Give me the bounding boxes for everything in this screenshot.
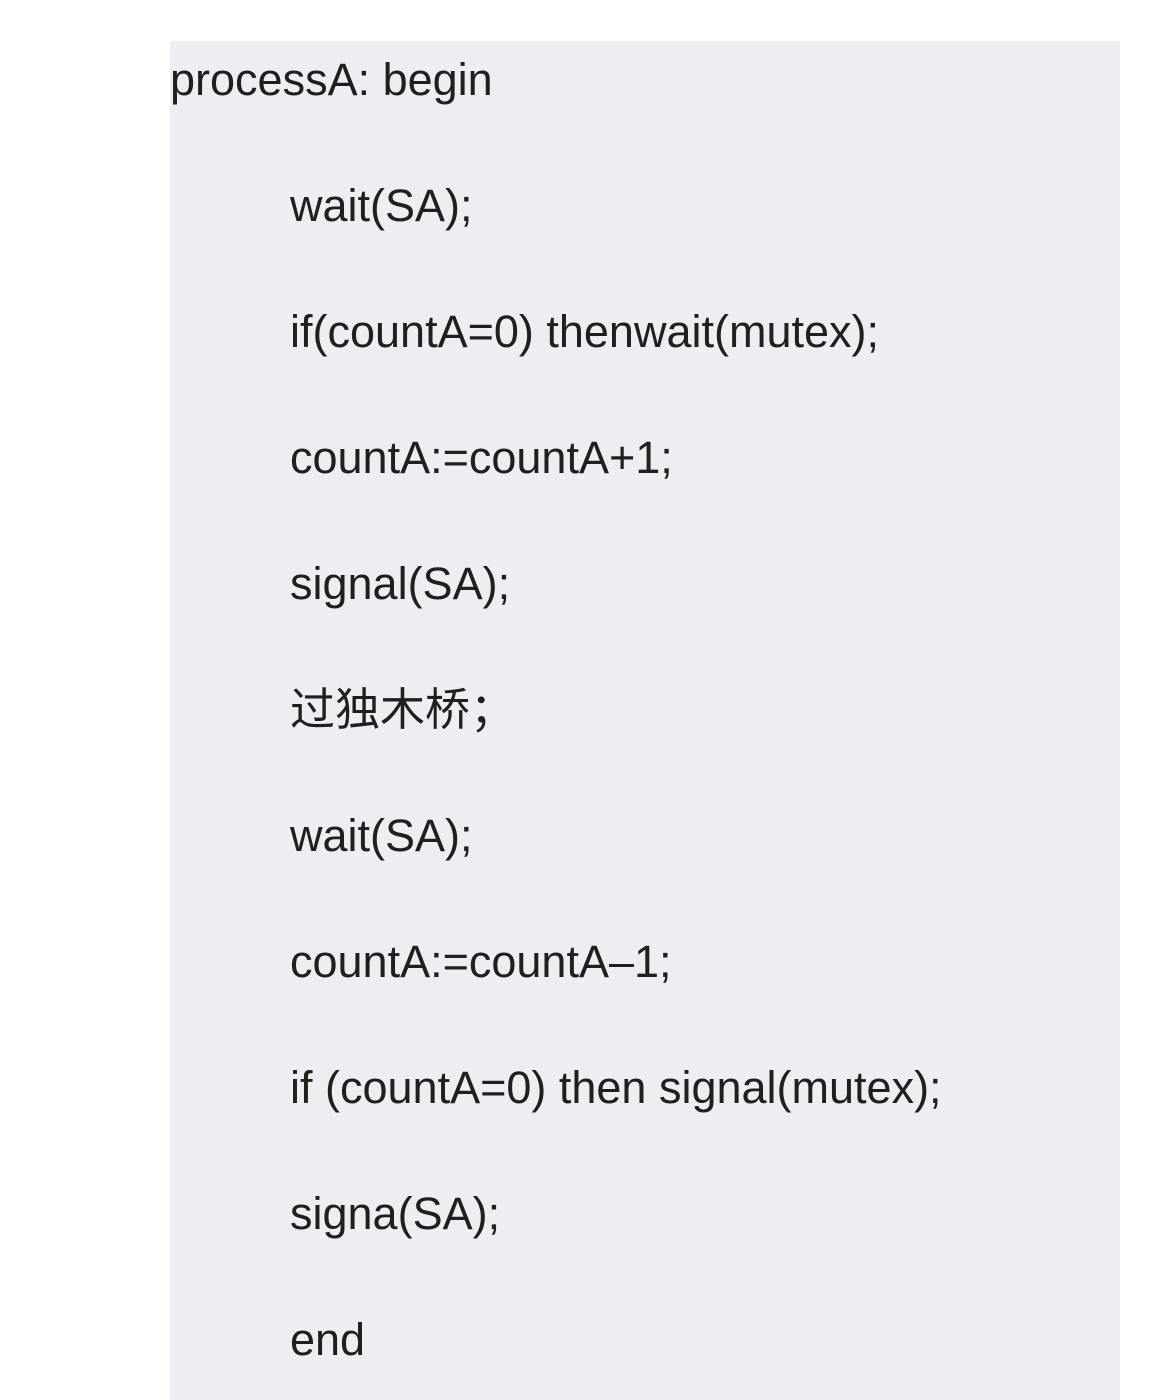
code-line: wait(SA); [290, 810, 473, 861]
code-line-process-header: processA: begin [170, 54, 493, 105]
code-line: countA:=countA+1; [290, 432, 673, 483]
code-line: signal(SA); [290, 558, 511, 609]
code-line: countA:=countA–1; [290, 936, 672, 987]
code-line-end: end [290, 1314, 366, 1365]
code-line: signa(SA); [290, 1188, 501, 1239]
code-line: 过独木桥； [290, 684, 516, 735]
code-line: wait(SA); [290, 180, 473, 231]
code-line: if (countA=0) then signal(mutex); [290, 1062, 942, 1113]
code-block: processA: begin wait(SA); if(countA=0) t… [170, 41, 1120, 1400]
code-line: if(countA=0) thenwait(mutex); [290, 306, 879, 357]
